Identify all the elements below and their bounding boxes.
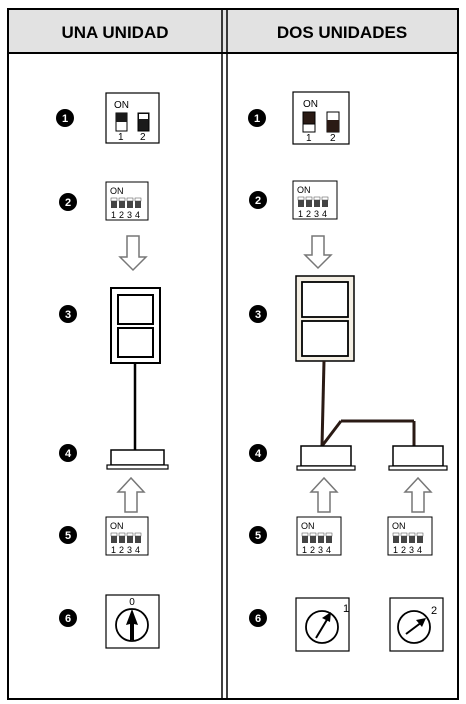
svg-text:2: 2 [306,209,311,219]
step-4-right: 4 [249,444,267,462]
step-2-right: 2 [249,191,267,209]
svg-text:3: 3 [255,309,261,321]
svg-text:2: 2 [431,605,437,617]
down-arrow-icon-left [118,235,148,272]
svg-text:1: 1 [306,133,312,144]
svg-text:3: 3 [314,209,319,219]
up-arrow-icon-right-1 [309,476,339,513]
svg-text:ON: ON [303,99,318,110]
svg-text:ON: ON [110,521,124,531]
door-unit-left [106,449,169,470]
svg-text:4: 4 [417,545,422,555]
svg-text:4: 4 [135,545,140,555]
step-3-left: 3 [59,305,77,323]
header-dos-unidades: DOS UNIDADES [277,23,407,42]
dip-switch-4way-right-lower-1: ON 1 2 3 4 [296,516,342,556]
svg-text:1: 1 [111,545,116,555]
svg-text:1: 1 [118,132,124,143]
step-3-right: 3 [249,305,267,323]
diagram-frame [7,8,459,700]
svg-text:4: 4 [135,210,140,220]
step-5-right: 5 [249,526,267,544]
svg-text:2: 2 [65,197,71,209]
dip-switch-2way-left: ON 1 2 [105,92,160,144]
svg-text:4: 4 [326,545,331,555]
cable-right [320,360,416,447]
svg-text:2: 2 [330,133,336,144]
svg-text:6: 6 [255,613,261,625]
wall-panel-left [110,287,161,364]
dip-switch-4way-left: ON 1 2 3 4 [105,181,149,221]
step-6-left: 6 [59,609,77,627]
step-1-left: 1 [56,109,74,127]
svg-text:1: 1 [298,209,303,219]
svg-text:3: 3 [318,545,323,555]
wall-panel-right [295,275,355,362]
dial-pointer-icon [416,618,426,627]
svg-text:0: 0 [129,597,135,608]
svg-text:ON: ON [297,185,311,195]
svg-text:5: 5 [255,530,261,542]
svg-text:1: 1 [343,603,349,615]
svg-text:ON: ON [114,100,129,111]
svg-text:3: 3 [127,545,132,555]
dip-switch-4way-right-lower-2: ON 1 2 3 4 [387,516,433,556]
svg-text:ON: ON [110,186,124,196]
rotary-dial-right-2: 2 [389,597,444,652]
svg-text:ON: ON [392,521,406,531]
header-una-unidad: UNA UNIDAD [61,23,168,42]
dip-switch-4way-left-lower: ON 1 2 3 4 [105,516,149,556]
step-5-left: 5 [59,526,77,544]
svg-text:1: 1 [62,113,68,125]
rotary-dial-left: 0 [105,594,160,649]
svg-text:1: 1 [393,545,398,555]
step-6-right: 6 [249,609,267,627]
rotary-dial-right-1: 1 [295,597,350,652]
svg-text:2: 2 [140,132,146,143]
step-4-left: 4 [59,444,77,462]
svg-text:2: 2 [119,210,124,220]
svg-text:2: 2 [119,545,124,555]
header-background [9,10,457,53]
door-unit-right-2 [388,445,448,471]
svg-text:6: 6 [65,613,71,625]
svg-text:5: 5 [65,530,71,542]
svg-text:1: 1 [302,545,307,555]
dip-switch-2way-right: ON 1 2 [292,91,350,145]
dip-switch-4way-right: ON 1 2 3 4 [292,180,338,220]
dial-pointer-icon [126,609,138,640]
svg-text:4: 4 [322,209,327,219]
svg-text:3: 3 [65,309,71,321]
up-arrow-icon-left [116,476,146,513]
step-2-left: 2 [59,193,77,211]
down-arrow-icon-right [303,235,333,270]
door-unit-right-1 [296,445,356,471]
svg-text:3: 3 [409,545,414,555]
step-1-right: 1 [248,109,266,127]
svg-text:2: 2 [310,545,315,555]
up-arrow-icon-right-2 [403,476,433,513]
svg-text:3: 3 [127,210,132,220]
svg-text:4: 4 [255,448,262,460]
svg-text:4: 4 [65,448,72,460]
svg-text:ON: ON [301,521,315,531]
svg-text:2: 2 [401,545,406,555]
svg-text:2: 2 [255,195,261,207]
svg-text:1: 1 [111,210,116,220]
dial-pointer-icon [322,612,331,622]
svg-text:1: 1 [254,113,260,125]
